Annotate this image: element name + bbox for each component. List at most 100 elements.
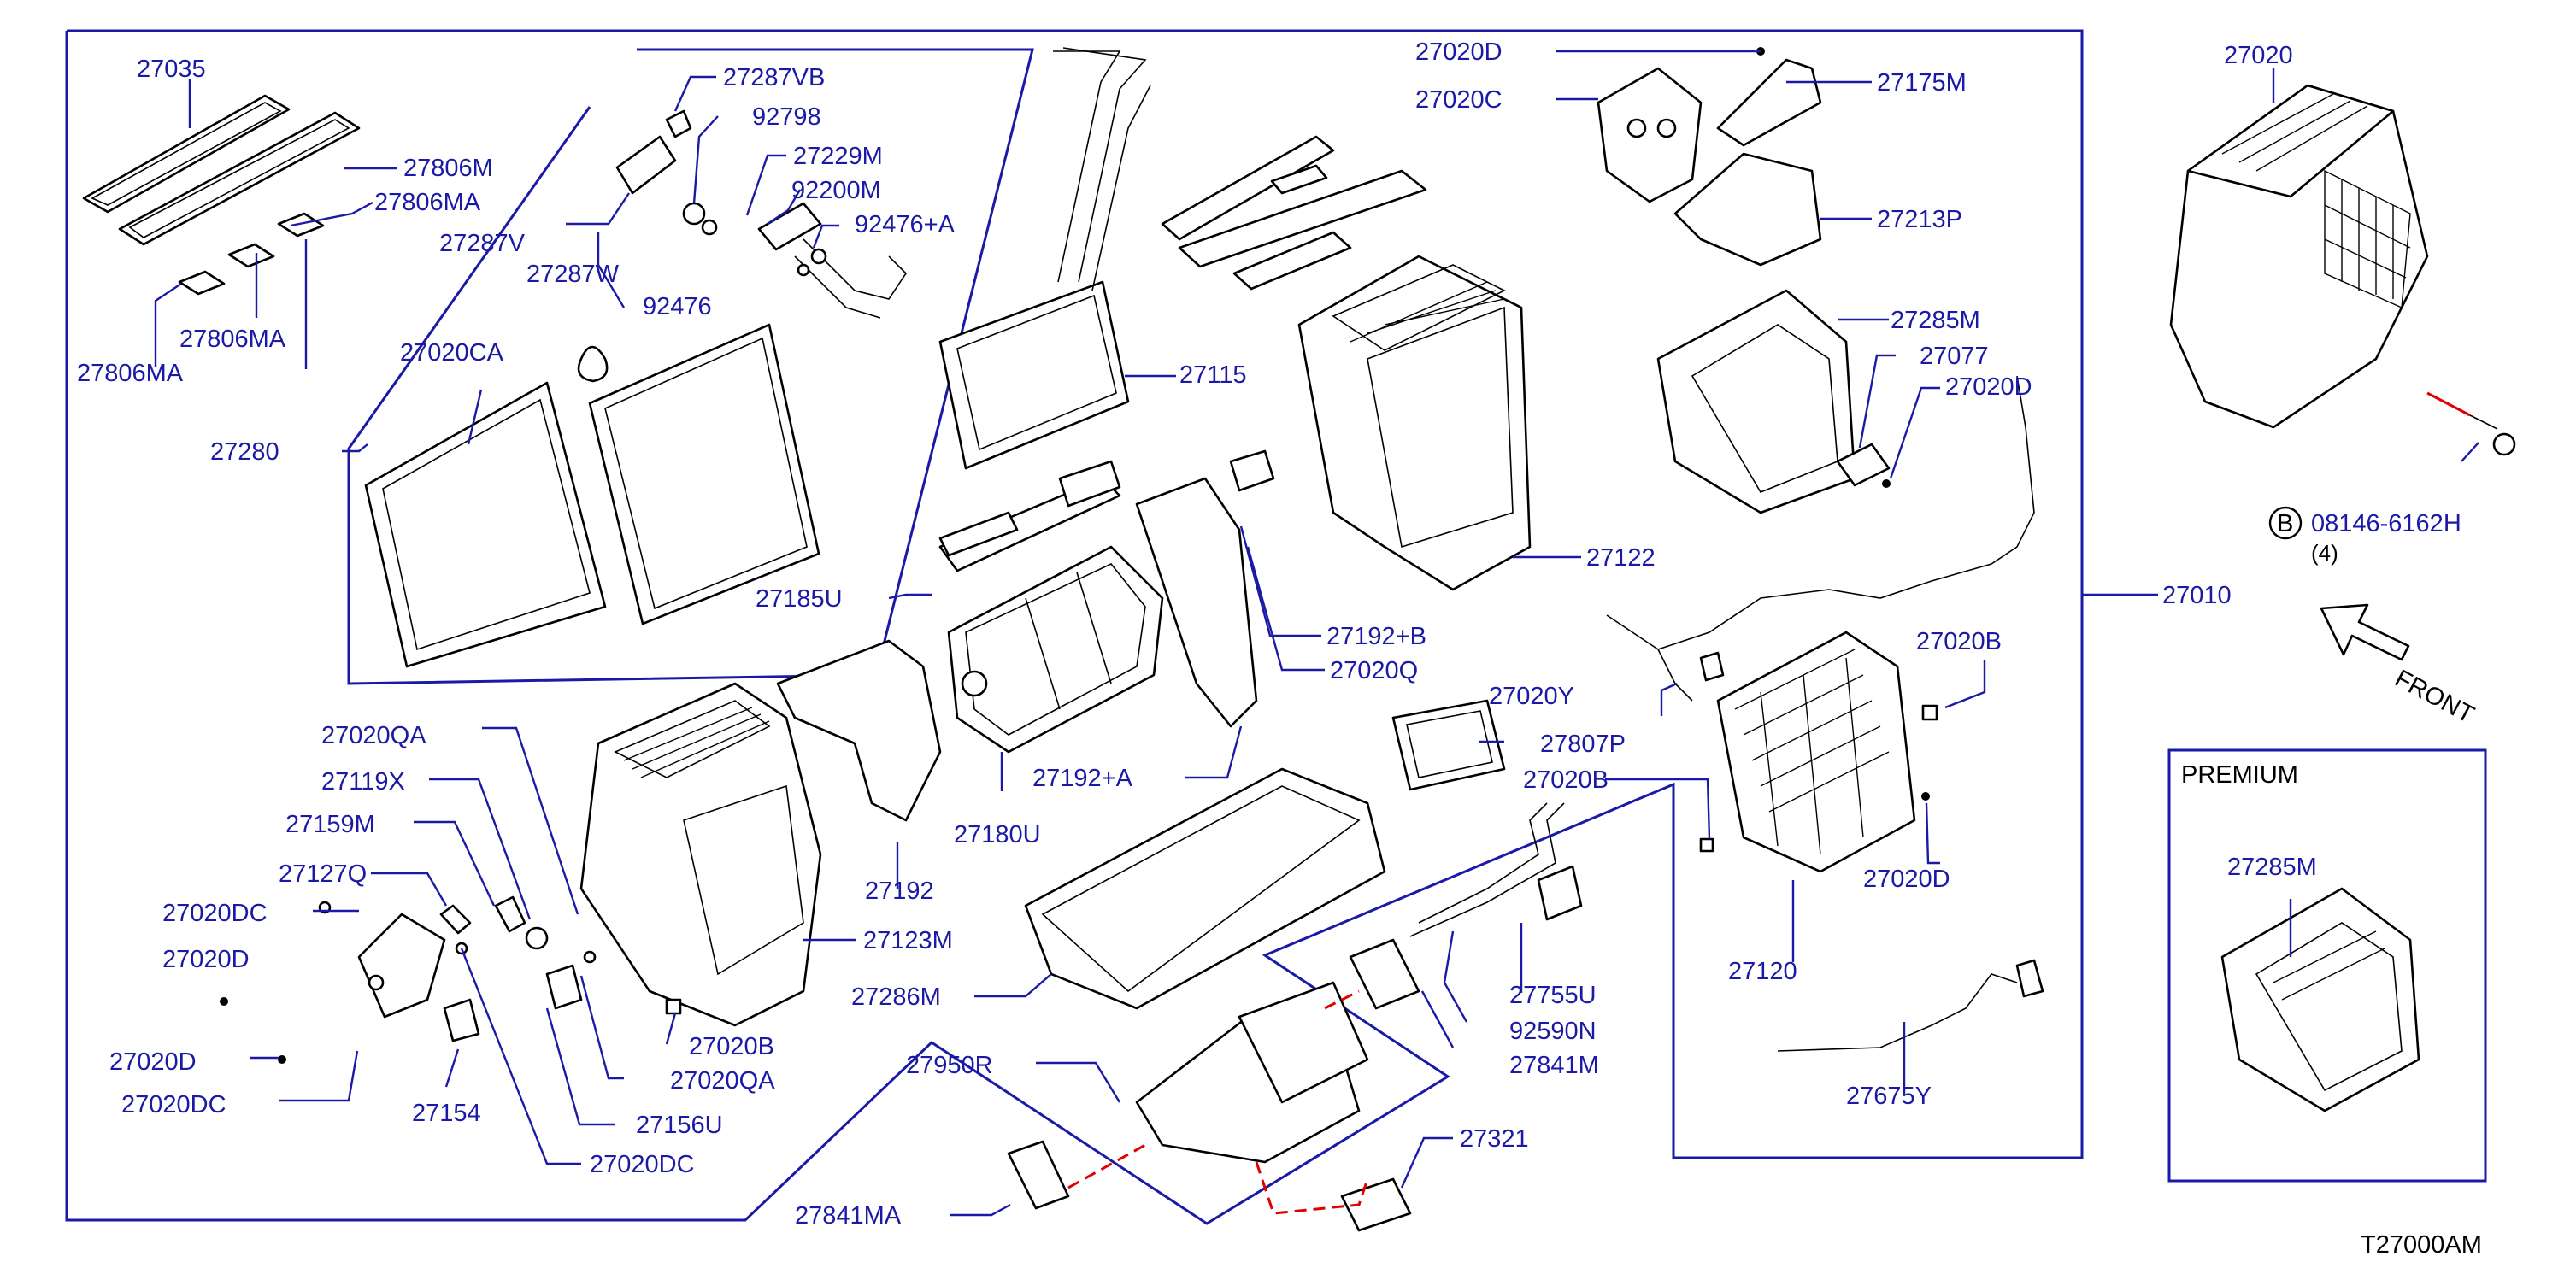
duct-27175M xyxy=(1716,58,1822,147)
gasket-27287W xyxy=(577,345,609,383)
module-27285M xyxy=(1656,289,1856,514)
heater-core-27115 xyxy=(938,47,1151,470)
valve-block-27287V xyxy=(615,109,822,251)
label-27020B: 27020B xyxy=(689,1033,774,1060)
label-27020QA: 27020QA xyxy=(321,722,426,749)
label-27159M: 27159M xyxy=(285,811,375,838)
label-27321: 27321 xyxy=(1460,1125,1529,1153)
label-27020DC: 27020DC xyxy=(121,1091,226,1118)
label-92476A: 92476+A xyxy=(855,211,956,238)
label-92200M: 92200M xyxy=(791,177,881,204)
label-27010: 27010 xyxy=(2162,582,2232,609)
label-27020D: 27020D xyxy=(1415,38,1503,66)
label-27755U: 27755U xyxy=(1509,982,1597,1009)
clips-27020B xyxy=(665,704,1938,1015)
label-27020D: 27020D xyxy=(1863,866,1950,893)
label-27175M: 27175M xyxy=(1877,69,1967,97)
label-27035: 27035 xyxy=(137,56,206,83)
duct-27192B xyxy=(1135,449,1275,728)
label-27119X: 27119X xyxy=(321,768,405,795)
label-27806MA: 27806MA xyxy=(77,360,184,387)
hvac-assembly-27020 xyxy=(2169,84,2429,429)
label-27020B: 27020B xyxy=(1916,628,2002,655)
label-27020B: 27020B xyxy=(1523,766,1609,794)
front-label: FRONT xyxy=(2391,665,2479,729)
blower-unit-27180U xyxy=(947,545,1164,754)
duct-seal-27841MA xyxy=(1007,1140,1070,1210)
diagram-code: T27000AM xyxy=(2361,1231,2482,1259)
lower-case-27123M xyxy=(579,682,822,1027)
side-case-27120 xyxy=(1716,631,1916,873)
leader-lines xyxy=(154,50,2479,1217)
premium-module-27285M xyxy=(2220,887,2420,1112)
filter-frame-27035 xyxy=(82,94,361,246)
label-92590N: 92590N xyxy=(1509,1018,1597,1045)
drain-hose-27755U xyxy=(1409,802,1583,937)
label-27020C: 27020C xyxy=(1415,86,1503,114)
label-92476: 92476 xyxy=(643,293,712,320)
label-27213P: 27213P xyxy=(1877,206,1962,233)
label-27841M: 27841M xyxy=(1509,1052,1599,1079)
bottom-tray-27286M xyxy=(1024,767,1386,1010)
label-27020D: 27020D xyxy=(109,1048,197,1076)
label-27020DC: 27020DC xyxy=(590,1151,695,1178)
duct-seal-27841M xyxy=(1349,938,1420,1010)
label-27280: 27280 xyxy=(210,438,279,466)
label-27115: 27115 xyxy=(1179,361,1247,389)
label-08146-6162H: 08146-6162H xyxy=(2311,510,2461,537)
label-27285M: 27285M xyxy=(1891,307,1980,334)
label-27127Q: 27127Q xyxy=(279,860,367,888)
bolt-circle-marker xyxy=(2268,506,2303,540)
bolt-08146-6162H xyxy=(2469,414,2516,456)
label-27675Y: 27675Y xyxy=(1846,1083,1932,1110)
label-27020: 27020 xyxy=(2224,42,2293,69)
label-27020QA: 27020QA xyxy=(670,1067,775,1095)
label-27841MA: 27841MA xyxy=(795,1202,902,1230)
label-27020D: 27020D xyxy=(1945,373,2032,401)
seal-strips-27806MA xyxy=(178,212,325,296)
label-27120: 27120 xyxy=(1728,958,1797,985)
bolt-circle-letter: B xyxy=(2277,510,2293,537)
front-arrow-icon xyxy=(2320,603,2410,661)
duct-27213P xyxy=(1673,152,1822,267)
label-27020Y: 27020Y xyxy=(1489,683,1574,710)
expansion-pipe-27280 xyxy=(682,202,908,319)
label-27806MA: 27806MA xyxy=(179,326,286,353)
bolt-quantity: (4) xyxy=(2311,540,2338,566)
label-27156U: 27156U xyxy=(636,1112,723,1139)
upper-case-27122 xyxy=(1297,255,1532,591)
premium-title: PREMIUM xyxy=(2181,761,2298,789)
label-27180U: 27180U xyxy=(954,821,1041,848)
label-27122: 27122 xyxy=(1586,544,1656,572)
label-27806M: 27806M xyxy=(403,155,493,182)
evaporator-core-27280 xyxy=(364,323,820,668)
label-27154: 27154 xyxy=(412,1100,481,1127)
premium-box xyxy=(2167,748,2487,1183)
label-27123M: 27123M xyxy=(863,927,953,954)
actuator-27077 xyxy=(1836,443,1891,487)
harness-27675Y xyxy=(1777,959,2044,1052)
label-27192B: 27192+B xyxy=(1326,623,1426,650)
red-alignment-lines xyxy=(1067,391,2471,1215)
main-assembly-frame xyxy=(65,29,2084,1225)
label-27807P: 27807P xyxy=(1540,731,1626,758)
small-parts-left xyxy=(318,895,597,1042)
label-27229M: 27229M xyxy=(793,143,883,170)
label-27287V: 27287V xyxy=(439,230,526,257)
label-27806MA: 27806MA xyxy=(374,189,481,216)
label-27285M-premium: 27285M xyxy=(2227,854,2317,881)
vent-27321 xyxy=(1340,1177,1412,1232)
foot-duct-27950R xyxy=(1135,981,1369,1164)
label-27185U: 27185U xyxy=(756,585,843,613)
label-27950R: 27950R xyxy=(906,1052,993,1079)
defrost-vent-27185U xyxy=(938,460,1121,572)
label-27020CA: 27020CA xyxy=(400,339,504,367)
evaporator-subframe xyxy=(347,48,1034,685)
label-27020DC: 27020DC xyxy=(162,900,268,927)
label-27286M: 27286M xyxy=(851,983,941,1011)
seal-frame-27807P xyxy=(1391,699,1506,791)
label-27192: 27192 xyxy=(865,878,934,905)
duct-27192 xyxy=(776,639,942,822)
label-27287W: 27287W xyxy=(526,261,620,288)
